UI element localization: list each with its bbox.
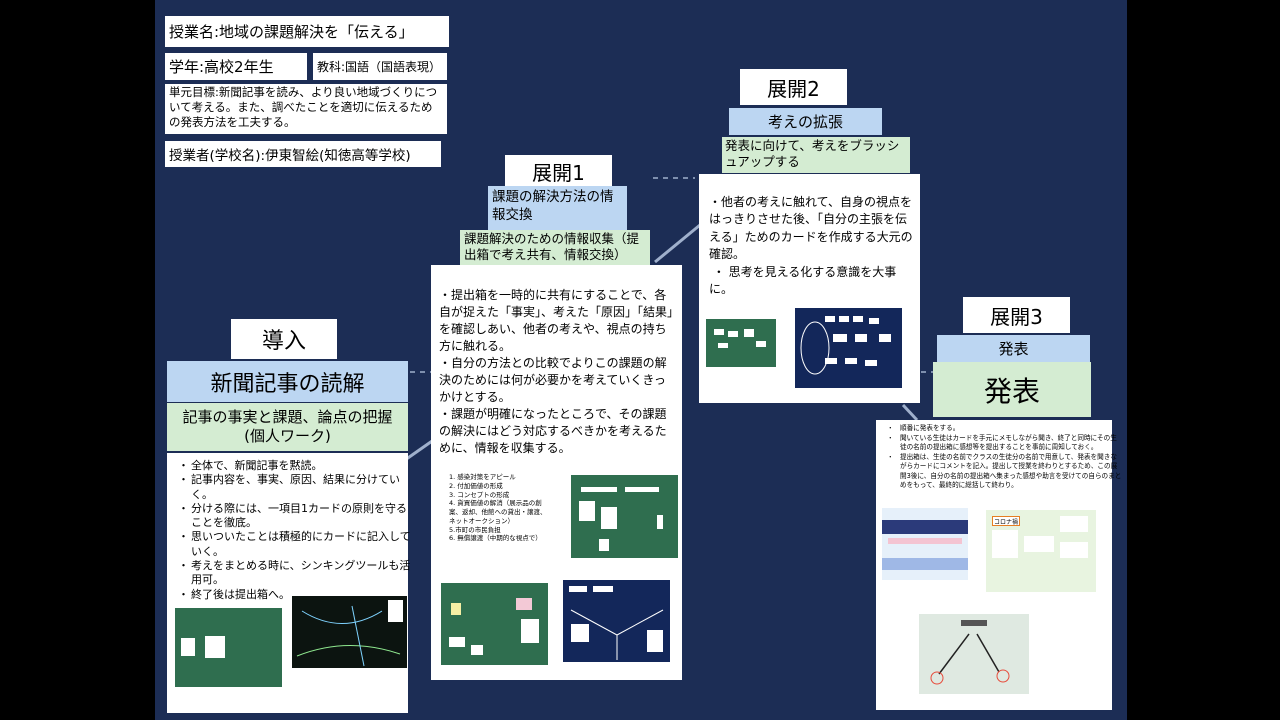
dev3-bullet: 提出箱は、生徒の名前でクラスの生徒分の名前で用意して、発表を聞きながらカードにコ… xyxy=(887,453,1122,491)
dev1-board-photo-2 xyxy=(441,583,548,665)
intro-subtitle: 記事の事実と課題、論点の把握(個人ワーク) xyxy=(167,403,408,451)
dev3-panel: 順番に発表をする。 聞いている生徒はカードを手元にメモしながら聞き、終了と同時に… xyxy=(876,420,1121,710)
unit-goal: 単元目標:新聞記事を読み、より良い地域づくりについて考える。また、調べたことを適… xyxy=(165,84,447,134)
y-chart-sketch xyxy=(570,609,664,660)
intro-title: 新聞記事の読解 xyxy=(167,361,408,402)
teacher: 授業者(学校名):伊東智絵(知徳高等学校) xyxy=(165,141,441,167)
dev3-bullet: 聞いている生徒はカードを手元にメモしながら聞き、終了と同時にその生徒の名前の提出… xyxy=(887,434,1122,453)
intro-stage-label: 導入 xyxy=(231,319,337,359)
dev3-bullet: 順番に発表をする。 xyxy=(887,424,1122,434)
intro-board-photo xyxy=(175,608,282,687)
map-arrows xyxy=(930,620,1010,685)
dev1-y-chart-photo xyxy=(563,580,670,662)
slide: 授業名:地域の課題解決を「伝える」 学年:高校2年生 教科:国語（国語表現） 単… xyxy=(155,0,1127,720)
dev1-body: ・提出箱を一時的に共有にすることで、各自が捉えた「事実」、考えた「原因」「結果」… xyxy=(439,288,674,456)
dev1-list-item: 5.市町の市民負担 xyxy=(449,525,501,534)
intro-bullet: 考えをまとめる時に、シンキングツールも活用可。 xyxy=(178,559,413,588)
dev1-list-item: 6. 無償譲渡（中期的な視点で） xyxy=(449,534,542,543)
dev1-list-item: 2. 付加価値の形成 xyxy=(449,481,503,490)
dev1-list-item: 4. 貨買価値の解消（展示品の創案、返却、他館への貸出・譲渡、ネットオークション… xyxy=(449,499,547,525)
connector-line xyxy=(654,223,701,264)
dev1-subtitle: 課題解決のための情報収集（提出箱で考え共有、情報交換） xyxy=(460,230,650,267)
lesson-name: 授業名:地域の課題解決を「伝える」 xyxy=(165,16,449,47)
dev2-title: 考えの拡張 xyxy=(729,108,882,135)
dev1-board-photo-1 xyxy=(571,475,678,558)
dev1-stage-label: 展開1 xyxy=(505,155,612,188)
intro-panel: 全体で、新聞記事を黙読。 記事内容を、事実、原因、結果に分けていく。 分ける際に… xyxy=(167,453,411,713)
dev3-slide-photo-1 xyxy=(882,508,968,580)
dev2-diagram-sketch xyxy=(800,321,830,375)
dev1-list-item: 1. 感染対策をアピール xyxy=(449,473,516,481)
dev1-title: 課題の解決方法の情報交換 xyxy=(488,186,627,230)
intro-bullet: 分ける際には、一項目1カードの原則を守ることを徹底。 xyxy=(178,502,413,531)
grade: 学年:高校2年生 xyxy=(165,53,307,80)
intro-bullet: 全体で、新聞記事を黙読。 xyxy=(178,459,413,474)
dev2-body: ・他者の考えに触れて、自身の視点をはっきりさせた後、「自分の主張を伝える」ための… xyxy=(709,195,913,296)
dev1-panel: ・提出箱を一時的に共有にすることで、各自が捉えた「事実」、考えた「原因」「結果」… xyxy=(431,265,682,680)
dev3-stage-label: 展開3 xyxy=(963,297,1070,333)
intro-bullet: 終了後は提出箱へ。 xyxy=(178,588,413,603)
dev2-board-photo xyxy=(706,319,776,367)
dev2-stage-label: 展開2 xyxy=(740,69,847,105)
thinking-tool-sketch xyxy=(296,600,403,667)
corona-label: コロナ禍 xyxy=(992,516,1020,526)
dev2-diagram-photo xyxy=(795,308,902,388)
intro-thinking-tool-photo xyxy=(292,596,407,668)
connector-line xyxy=(901,403,919,422)
dev1-list-item: 3. コンセプトの形成 xyxy=(449,490,510,499)
dev3-bullets: 順番に発表をする。 聞いている生徒はカードを手元にメモしながら聞き、終了と同時に… xyxy=(886,424,1122,491)
intro-bullet: 記事内容を、事実、原因、結果に分けていく。 xyxy=(178,473,413,502)
dev3-title: 発表 xyxy=(937,335,1090,362)
dev2-panel: ・他者の考えに触れて、自身の視点をはっきりさせた後、「自分の主張を伝える」ための… xyxy=(699,174,920,403)
dev3-map-photo xyxy=(919,614,1029,694)
intro-bullets: 全体で、新聞記事を黙読。 記事内容を、事実、原因、結果に分けていく。 分ける際に… xyxy=(177,459,413,602)
dev1-list: 1. 感染対策をアピール 2. 付加価値の形成 3. コンセプトの形成 4. 貨… xyxy=(449,473,551,543)
intro-bullet: 思いついたことは積極的にカードに記入していく。 xyxy=(178,530,413,559)
dev3-slide-photo-2: コロナ禍 xyxy=(986,510,1096,592)
dev2-subtitle: 発表に向けて、考えをブラッシュアップする xyxy=(722,137,910,173)
subject: 教科:国語（国語表現） xyxy=(313,53,447,80)
dev3-big-label: 発表 xyxy=(933,362,1091,417)
